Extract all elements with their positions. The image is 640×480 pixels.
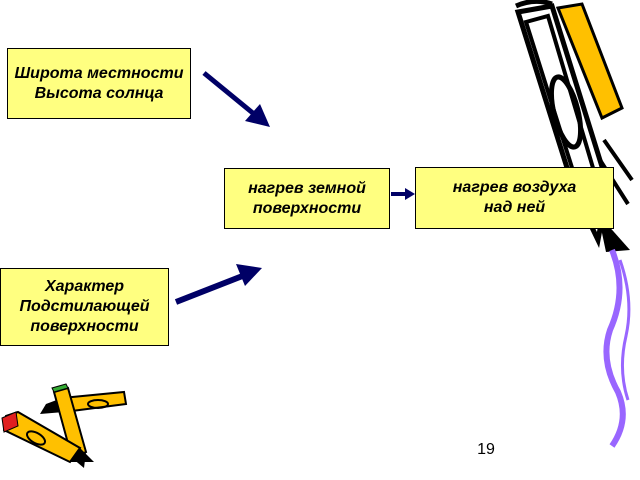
- latitude-line-2: Высота солнца: [34, 84, 164, 102]
- surface-heating-box: нагрев земной поверхности: [224, 168, 390, 229]
- underlying-surface-line-1: Характер: [44, 278, 125, 295]
- arrow-latitude-to-heating: [202, 71, 270, 127]
- surface-heating-line-2: поверхности: [252, 199, 362, 217]
- underlying-surface-line-2: Подстилающей: [19, 298, 150, 315]
- latitude-line-1: Широта местности: [14, 64, 184, 82]
- air-heating-box: нагрев воздуха над ней: [415, 167, 614, 229]
- surface-heating-line-1: нагрев земной: [248, 179, 366, 197]
- arrow-surface-to-heating: [174, 264, 262, 305]
- latitude-sun-height-box: Широта местности Высота солнца: [7, 48, 191, 119]
- underlying-surface-box: Характер Подстилающей поверхности: [0, 268, 169, 346]
- underlying-surface-line-3: поверхности: [30, 318, 139, 335]
- air-heating-line-1: нагрев воздуха: [452, 179, 577, 196]
- air-heating-line-2: над ней: [483, 199, 546, 216]
- arrow-heating-to-air: [391, 188, 415, 200]
- crayons-icon: [1, 383, 128, 468]
- page-number: 19: [477, 441, 495, 458]
